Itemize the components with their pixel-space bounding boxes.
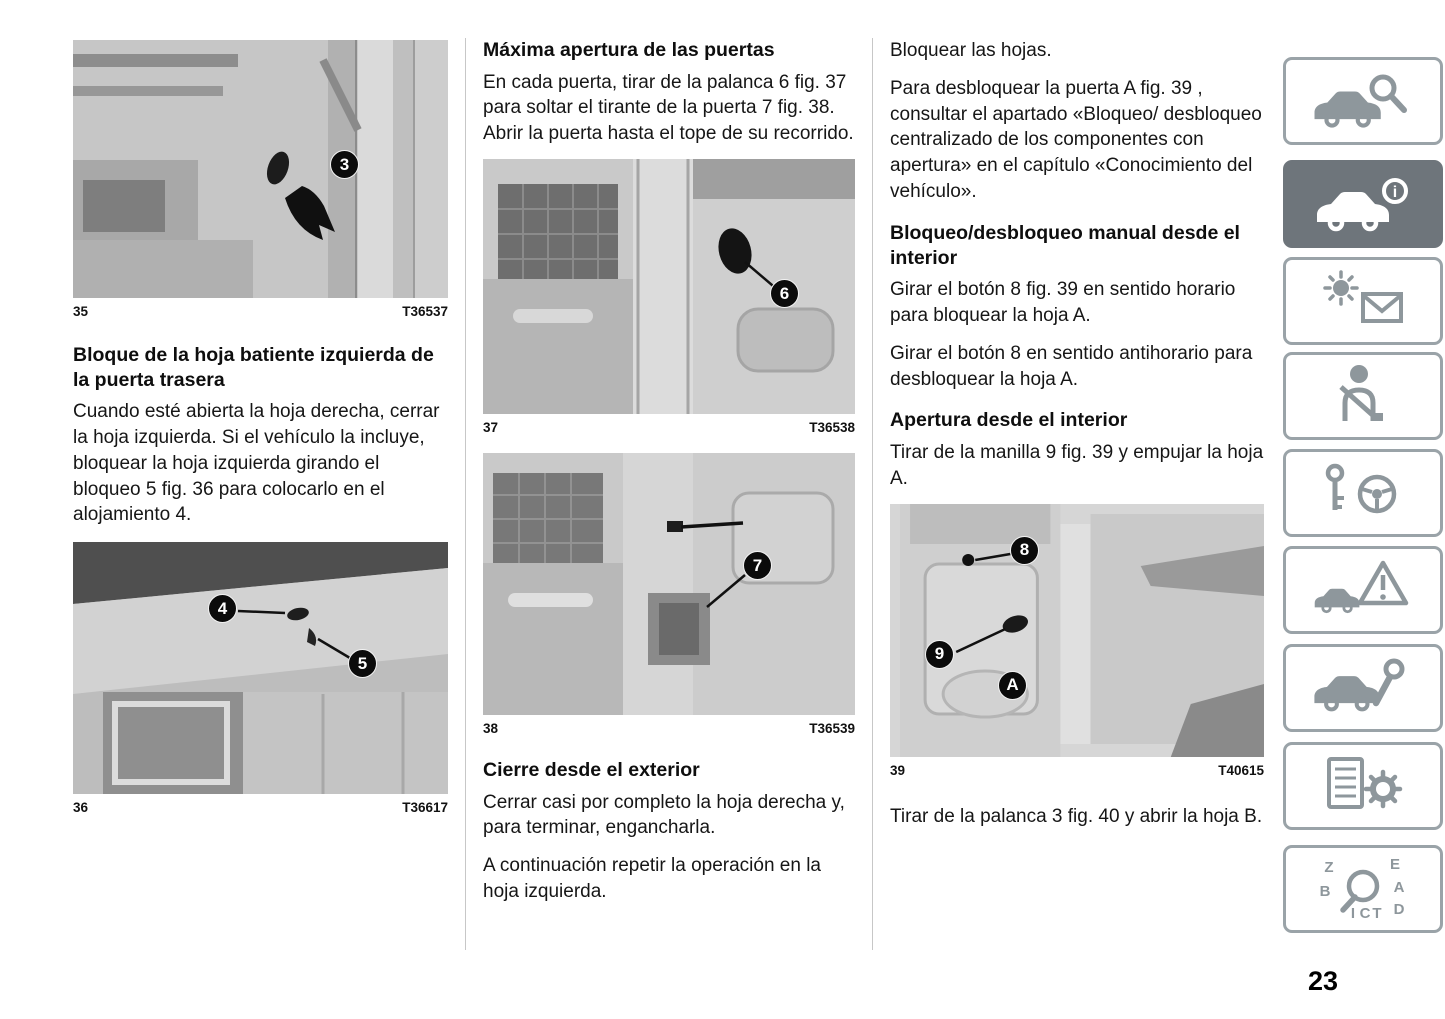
paragraph: Tirar de la palanca 3 fig. 40 y abrir la… xyxy=(890,805,1263,827)
alphabetical-index-icon: Z E B A I C T D xyxy=(1309,852,1417,927)
specs-gear-icon xyxy=(1309,749,1417,824)
figure-38-art xyxy=(483,453,855,716)
figure-number: 38 xyxy=(483,721,499,737)
figure-39-photo: 8 9 A xyxy=(890,503,1264,757)
figure-39: 8 9 A 39 T40615 xyxy=(890,503,1264,778)
paragraph: Girar el botón 8 fig. 39 en sentido hora… xyxy=(890,279,1236,326)
figure-code: T36617 xyxy=(402,800,448,816)
column-middle: Máxima apertura de las puertas En cada p… xyxy=(483,38,855,917)
callout-9: 9 xyxy=(925,639,954,669)
figure-code: T36538 xyxy=(809,420,855,436)
sidebar-item-emergency[interactable] xyxy=(1283,546,1443,634)
figure-37: 6 37 T36538 xyxy=(483,159,855,435)
figure-code: T36539 xyxy=(809,721,855,737)
callout-8: 8 xyxy=(1010,535,1039,565)
car-search-icon xyxy=(1309,64,1417,139)
svg-text:I: I xyxy=(1351,905,1355,922)
column-divider xyxy=(465,38,466,950)
sidebar-item-alphabetical-index[interactable]: Z E B A I C T D xyxy=(1283,845,1443,933)
svg-text:D: D xyxy=(1394,901,1405,918)
svg-text:C: C xyxy=(1360,905,1371,922)
figure-37-caption: 37 T36538 xyxy=(483,420,855,435)
figure-number: 39 xyxy=(890,762,906,778)
figure-38-photo: 7 xyxy=(483,453,855,716)
paragraph: En cada puerta, tirar de la palanca 6 fi… xyxy=(483,71,854,145)
figure-number: 36 xyxy=(73,800,89,816)
key-steering-wheel-icon xyxy=(1309,456,1417,531)
callout-3: 3 xyxy=(330,150,359,179)
figure-36-photo: 4 5 xyxy=(73,542,448,795)
paragraph: Cuando esté abierta la hoja derecha, cer… xyxy=(73,401,440,526)
figure-35-photo: 3 xyxy=(73,40,448,298)
seatbelt-person-icon xyxy=(1309,359,1417,434)
chapter-sidebar: i xyxy=(1283,0,1445,1019)
column-right: Bloquear las hojas. Para desbloquear la … xyxy=(890,38,1264,841)
paragraph: Tirar de la manilla 9 fig. 39 y empujar … xyxy=(890,441,1264,489)
figure-code: T36537 xyxy=(402,304,448,319)
paragraph: Cerrar casi por completo la hoja derecha… xyxy=(483,791,845,839)
figure-37-art xyxy=(483,159,855,415)
figure-35-caption: 35 T36537 xyxy=(73,304,448,319)
figure-39-art xyxy=(890,503,1264,757)
heading-bloque-hoja-izquierda: Bloque de la hoja batiente izquierda de … xyxy=(73,344,434,391)
svg-text:B: B xyxy=(1320,883,1331,900)
paragraph: A continuación repetir la operación en l… xyxy=(483,855,822,903)
sidebar-item-technical-data[interactable] xyxy=(1283,742,1443,830)
paragraph: Girar el botón 8 en sentido antihorario … xyxy=(890,342,1253,390)
car-warning-triangle-icon xyxy=(1309,553,1417,628)
car-wrench-icon xyxy=(1309,651,1417,726)
figure-36-caption: 36 T36617 xyxy=(73,800,448,815)
figure-number: 37 xyxy=(483,420,499,436)
sidebar-item-starting-driving[interactable] xyxy=(1283,449,1443,537)
callout-7: 7 xyxy=(743,551,772,581)
figure-39-caption: 39 T40615 xyxy=(890,763,1264,778)
figure-38: 7 38 T36539 xyxy=(483,453,855,736)
figure-38-caption: 38 T36539 xyxy=(483,721,855,736)
figure-35: 3 35 T36537 xyxy=(73,40,448,319)
figure-35-art xyxy=(73,40,448,298)
callout-5: 5 xyxy=(348,649,377,679)
svg-text:Z: Z xyxy=(1324,859,1333,876)
column-divider xyxy=(872,38,873,950)
callout-A: A xyxy=(998,670,1027,700)
svg-text:E: E xyxy=(1390,856,1400,873)
sidebar-item-safety[interactable] xyxy=(1283,352,1443,440)
figure-37-photo: 6 xyxy=(483,159,855,415)
callout-4: 4 xyxy=(208,594,237,624)
heading-bloqueo-manual-interior: Bloqueo/desbloqueo manual desde el inter… xyxy=(890,221,1240,269)
column-left: 3 35 T36537 Bloque de la hoja batiente i… xyxy=(73,40,448,831)
figure-number: 35 xyxy=(73,304,89,319)
paragraph: Para desbloquear la puerta A fig. 39 , c… xyxy=(890,77,1262,203)
sidebar-item-maintenance[interactable] xyxy=(1283,644,1443,732)
page-number: 23 xyxy=(1308,966,1339,996)
svg-text:T: T xyxy=(1372,905,1381,922)
paragraph: Bloquear las hojas. xyxy=(890,40,1052,61)
svg-text:i: i xyxy=(1393,184,1397,201)
figure-code: T40615 xyxy=(1218,762,1264,778)
car-info-icon: i xyxy=(1309,167,1417,242)
callout-6: 6 xyxy=(770,279,799,309)
sidebar-item-vehicle-knowledge[interactable] xyxy=(1283,57,1443,145)
figure-36: 4 5 36 T36617 xyxy=(73,542,448,815)
heading-cierre-exterior: Cierre desde el exterior xyxy=(483,759,700,782)
warning-light-envelope-icon xyxy=(1309,264,1417,339)
figure-36-art xyxy=(73,542,448,795)
svg-text:A: A xyxy=(1394,879,1405,896)
heading-maxima-apertura: Máxima apertura de las puertas xyxy=(483,39,775,61)
sidebar-item-warning-lights-messages[interactable] xyxy=(1283,257,1443,345)
heading-apertura-interior: Apertura desde el interior xyxy=(890,409,1128,432)
sidebar-item-dashboard-info[interactable]: i xyxy=(1283,160,1443,248)
